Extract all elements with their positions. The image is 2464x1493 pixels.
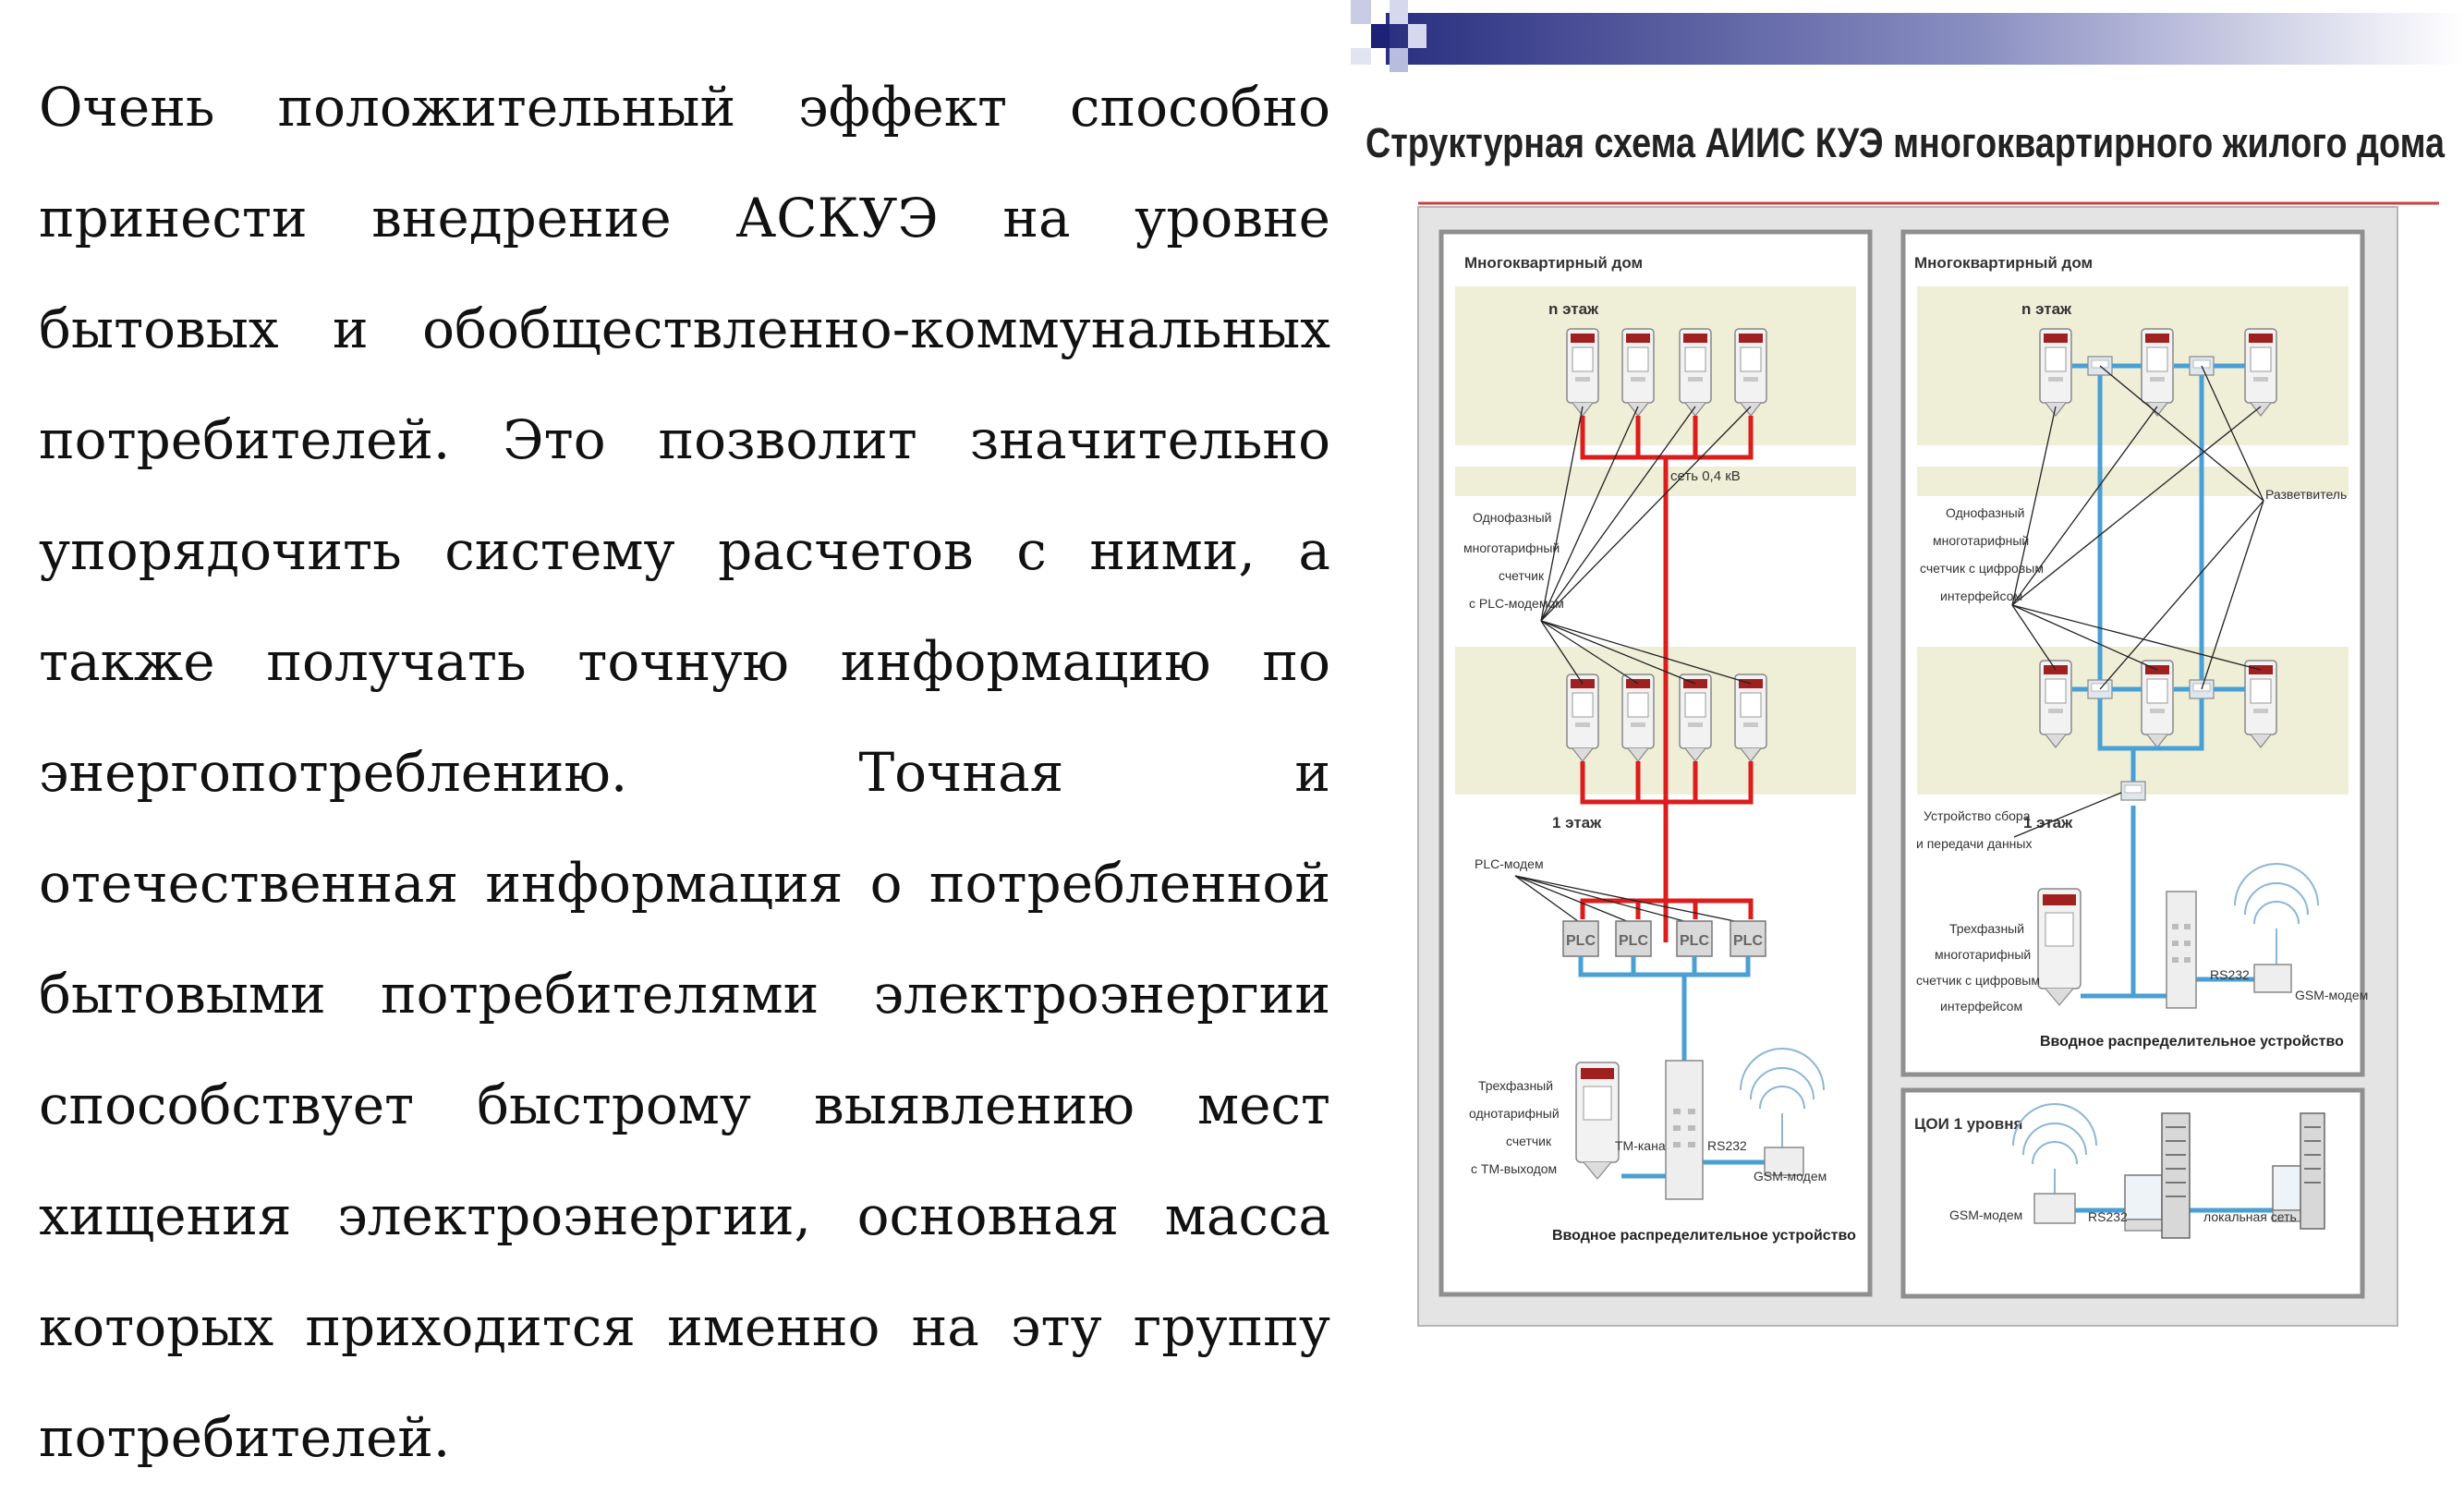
left-meter-bottom-2	[1621, 674, 1655, 762]
left-data-collector	[1665, 1060, 1704, 1200]
right-meter-top-3	[2244, 328, 2277, 417]
left-floor-band-bottom	[1455, 647, 1856, 795]
right-three-phase-label-1: Трехфазный	[1949, 921, 2024, 936]
left-network-label: сеть 0,4 кВ	[1670, 468, 1741, 484]
diagram-canvas: PLC Структурная схема АИИС КУЭ многоквар…	[1351, 0, 2464, 1327]
right-floor-top-label: n этаж	[2021, 300, 2072, 318]
left-meter-top-2	[1621, 328, 1655, 417]
left-gsm-modem	[1764, 1147, 1804, 1176]
left-tm-channel-label: ТМ-канал	[1615, 1138, 1673, 1153]
left-three-phase-meter	[1575, 1062, 1620, 1180]
left-meter-top-3	[1679, 328, 1712, 417]
right-meter-top-1	[2039, 328, 2072, 417]
left-plc-box-2	[1615, 920, 1652, 957]
right-data-collector	[2166, 891, 2197, 1009]
left-meter-top-4	[1734, 328, 1767, 417]
left-panel-title: Многоквартирный дом	[1464, 254, 1643, 272]
right-data-collector-small	[2120, 781, 2146, 801]
left-meter-bottom-4	[1734, 674, 1767, 762]
left-single-phase-label-1: Однофазный	[1473, 510, 1551, 525]
left-collector-buttons	[1673, 1109, 1695, 1147]
coi-computer-monitor	[2124, 1174, 2163, 1220]
right-rs232-label: RS232	[2210, 967, 2250, 982]
coi-rs232-label: RS232	[2088, 1209, 2128, 1224]
left-three-phase-label-4: с ТМ-выходом	[1471, 1161, 1557, 1176]
coi-gsm-signal	[2012, 1103, 2097, 1194]
coi-panel-title: ЦОИ 1 уровня	[1914, 1115, 2022, 1133]
left-leader-lines	[1540, 406, 1752, 685]
coi-gsm-label: GSM-модем	[1949, 1208, 2022, 1222]
left-three-phase-label-2: однотарифный	[1469, 1106, 1560, 1121]
coi-computer-base	[2124, 1219, 2163, 1232]
left-floor-top-label: n этаж	[1548, 300, 1599, 318]
right-single-phase-label-3: счетчик с цифровым	[1920, 561, 2044, 576]
left-plc-box-3	[1676, 920, 1713, 957]
right-panel-title: Многоквартирный дом	[1914, 254, 2093, 272]
right-meter-bottom-2	[2141, 660, 2174, 748]
coi-gsm-modem	[2033, 1193, 2076, 1224]
right-data-bus	[2072, 363, 2254, 999]
left-data-bus	[1578, 956, 1765, 1179]
left-meter-bottom-3	[1679, 674, 1712, 762]
left-plc-box-4	[1730, 920, 1766, 957]
left-meter-top-1	[1566, 328, 1599, 417]
right-splitter-leader-lines	[2099, 365, 2264, 690]
left-floor-band-top	[1455, 286, 1856, 445]
right-collector-label-2: и передачи данных	[1916, 836, 2032, 851]
coi-server-rack-2-slots	[2304, 1126, 2321, 1183]
right-leader-lines	[2011, 406, 2262, 671]
right-collector-leader	[2013, 792, 2122, 838]
left-three-phase-label-1: Трехфазный	[1478, 1078, 1553, 1093]
left-gsm-signal	[1740, 1048, 1825, 1147]
right-single-phase-label-2: многотарифный	[1933, 533, 2029, 548]
right-meter-bottom-3	[2244, 660, 2277, 748]
left-single-phase-label-4: с PLC-модемом	[1469, 596, 1564, 611]
right-gsm-modem	[2253, 964, 2292, 993]
right-single-phase-label-4: интерфейсом	[1940, 589, 2022, 603]
coi-server-rack-1	[2161, 1112, 2191, 1239]
right-gsm-signal	[2234, 863, 2319, 965]
left-entry-device-label: Вводное распределительное устройство	[1552, 1228, 1856, 1244]
left-floor-bottom-label: 1 этаж	[1552, 814, 1602, 831]
diagram-title: Структурная схема АИИС КУЭ многоквартирн…	[1366, 119, 2446, 166]
left-power-line-bottom	[1580, 761, 1754, 919]
right-collector-buttons	[2172, 924, 2191, 963]
coi-panel: ЦОИ 1 уровня GSM-модем RS232	[1900, 1087, 2365, 1299]
coi-server-rack-1-slots	[2166, 1126, 2186, 1197]
right-gsm-label: GSM-модем	[2295, 988, 2368, 1002]
left-panel: Многоквартирный дом n этаж 1 этаж сеть 0…	[1438, 229, 1873, 1297]
header-decoration	[1351, 0, 2464, 79]
coi-server-rack-2	[2300, 1112, 2325, 1230]
right-collector-label-1: Устройство сбора	[1924, 808, 2031, 823]
right-three-phase-label-4: интерфейсом	[1940, 999, 2022, 1014]
right-meter-top-2	[2141, 328, 2174, 417]
right-three-phase-meter	[2037, 888, 2082, 1006]
left-meter-bottom-1	[1566, 674, 1599, 762]
left-floor-band-mid	[1455, 467, 1856, 496]
coi-lan-label: локальная сеть	[2203, 1209, 2297, 1224]
right-single-phase-label-1: Однофазный	[1946, 505, 2024, 520]
right-three-phase-label-2: многотарифный	[1935, 947, 2031, 962]
right-three-phase-label-3: счетчик с цифровым	[1916, 973, 2040, 988]
left-single-phase-label-3: счетчик	[1499, 568, 1545, 583]
right-panel: Многоквартирный дом n этаж 1 этаж	[1900, 229, 2368, 1077]
left-power-line-top	[1580, 416, 1754, 942]
left-plc-modem-label: PLC-модем	[1475, 856, 1544, 871]
right-splitter-label: Разветвитель	[2265, 487, 2347, 502]
left-plc-leader-lines	[1514, 875, 1749, 925]
right-meter-bottom-1	[2039, 660, 2072, 748]
right-floor-band-mid	[1917, 467, 2349, 496]
left-plc-box-1	[1562, 920, 1599, 957]
left-single-phase-label-2: многотарифный	[1463, 540, 1560, 555]
left-three-phase-label-3: счетчик	[1506, 1134, 1552, 1148]
left-rs232-label: RS232	[1707, 1138, 1747, 1153]
right-entry-device-label: Вводное распределительное устройство	[2040, 1034, 2344, 1050]
left-gsm-label: GSM-модем	[1754, 1169, 1827, 1183]
